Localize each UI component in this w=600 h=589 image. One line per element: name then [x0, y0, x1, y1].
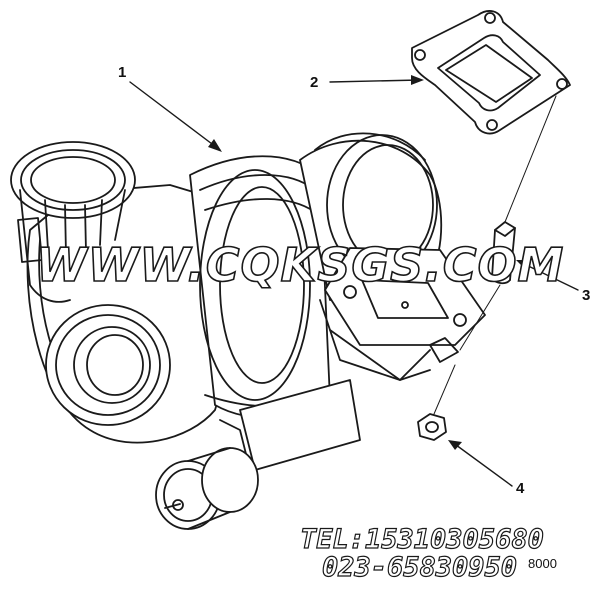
callout-2: 2: [310, 74, 319, 91]
turbine-flange: [324, 247, 486, 363]
center-housing: [189, 155, 331, 419]
wastegate-actuator: [155, 447, 259, 530]
contact-telephone: TEL:15310305680: [299, 523, 544, 555]
part-2-gasket: [411, 10, 571, 135]
compressor-outlet: [45, 304, 171, 426]
actuator-bracket: [219, 329, 431, 471]
figure-reference: 8000: [528, 556, 557, 571]
callout-3: 3: [582, 287, 591, 304]
leader-lines: [129, 79, 579, 487]
part-4-nut: [417, 413, 447, 441]
part-3-stud: [491, 221, 516, 285]
callout-1: 1: [118, 64, 127, 81]
contact-phone-number: 023-65830950: [321, 551, 518, 583]
callout-4: 4: [516, 480, 525, 497]
alignment-lines: [433, 95, 557, 415]
watermark-text: WWW.CQKSGS.COM: [35, 237, 565, 293]
compressor-inlet: [10, 141, 136, 303]
